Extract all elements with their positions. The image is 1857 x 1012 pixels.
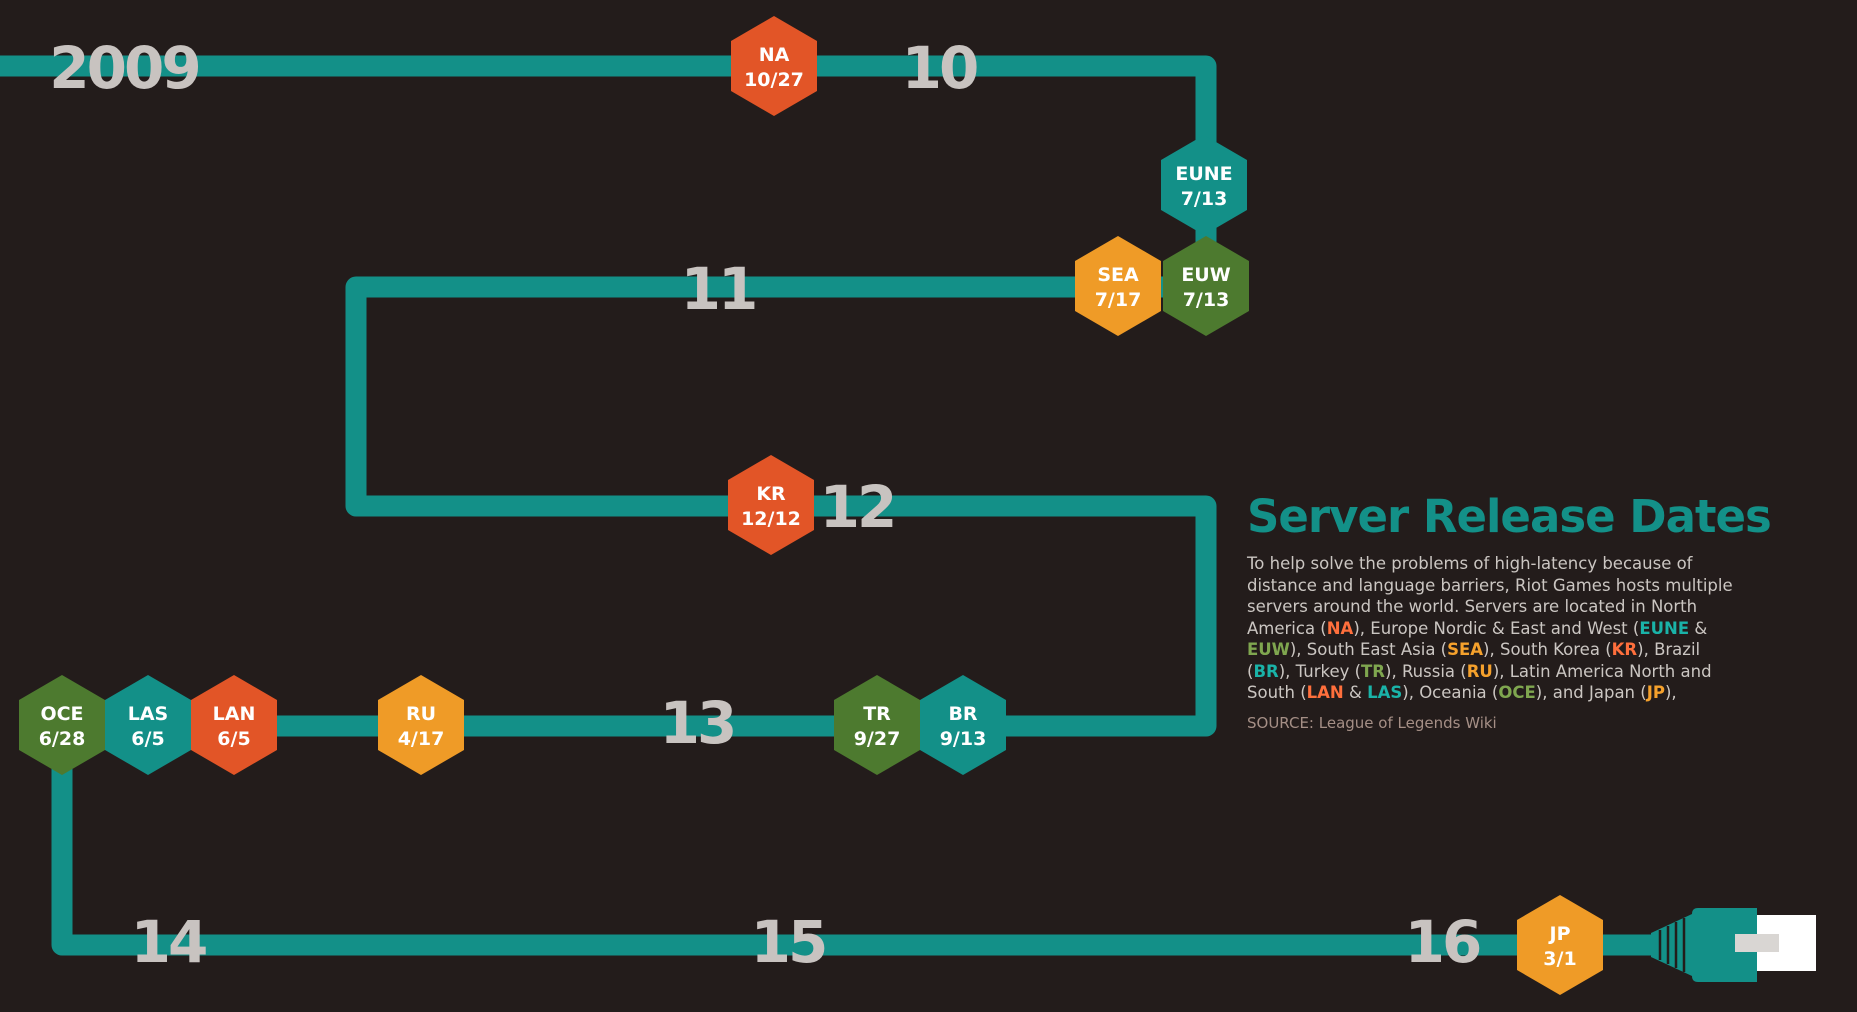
- server-hex-eune: EUNE 7/13: [1161, 135, 1247, 235]
- code-tr: TR: [1361, 661, 1386, 681]
- server-code: TR: [863, 703, 891, 725]
- hexagon-shape: [834, 675, 920, 775]
- code-oce: OCE: [1498, 683, 1536, 702]
- server-code: JP: [1548, 923, 1571, 945]
- server-date: 12/12: [741, 508, 801, 530]
- code-sea: SEA: [1447, 640, 1484, 659]
- year-label-2014: 14: [131, 908, 206, 976]
- ethernet-plug-icon: [1651, 908, 1816, 982]
- info-panel: Server Release Dates To help solve the p…: [1247, 490, 1772, 732]
- server-hex-br: BR 9/13: [920, 675, 1006, 775]
- year-label-2015: 15: [751, 908, 826, 976]
- code-br: BR: [1253, 661, 1279, 681]
- hexagon-shape: [378, 675, 464, 775]
- code-lan: LAN: [1306, 683, 1344, 702]
- server-code: RU: [406, 703, 436, 725]
- server-hex-oce: OCE 6/28: [19, 675, 105, 775]
- server-date: 7/13: [1183, 289, 1230, 311]
- source-note: SOURCE: League of Legends Wiki: [1247, 713, 1497, 732]
- server-date: 9/13: [940, 728, 987, 750]
- server-date: 3/1: [1543, 948, 1576, 970]
- server-hex-kr: KR 12/12: [728, 455, 814, 555]
- code-eune: EUNE: [1639, 618, 1690, 638]
- server-date: 7/13: [1181, 188, 1228, 210]
- server-date: 6/5: [217, 728, 250, 750]
- server-date: 6/28: [39, 728, 86, 750]
- server-hex-ru: RU 4/17: [378, 675, 464, 775]
- server-date: 7/17: [1095, 289, 1142, 311]
- hexagon-shape: [728, 455, 814, 555]
- hexagon-shape: [1161, 135, 1247, 235]
- server-code: SEA: [1097, 264, 1139, 286]
- server-hex-tr: TR 9/27: [834, 675, 920, 775]
- year-label-2013: 13: [660, 689, 735, 757]
- year-label-2016: 16: [1405, 908, 1480, 976]
- year-labels: 2009 10 11 12 13 14 15 16: [49, 34, 1483, 976]
- server-hexagons: NA10/27EUNE7/13SEA7/17EUW7/13KR12/12TR9/…: [19, 16, 1603, 995]
- server-hex-na: NA 10/27: [731, 16, 817, 116]
- server-hex-sea: SEA 7/17: [1075, 236, 1161, 336]
- hexagon-shape: [731, 16, 817, 116]
- server-hex-jp: JP 3/1: [1517, 895, 1603, 995]
- server-date: 6/5: [131, 728, 164, 750]
- server-code: EUNE: [1175, 163, 1232, 185]
- code-jp: JP: [1646, 683, 1665, 702]
- server-date: 4/17: [398, 728, 445, 750]
- info-title: Server Release Dates: [1247, 490, 1772, 543]
- year-label-2009: 2009: [49, 34, 198, 102]
- code-euw: EUW: [1247, 640, 1290, 659]
- server-date: 9/27: [854, 728, 901, 750]
- hexagon-shape: [105, 675, 191, 775]
- hexagon-shape: [191, 675, 277, 775]
- server-code: BR: [948, 703, 977, 725]
- server-date: 10/27: [744, 69, 804, 91]
- code-las: LAS: [1367, 683, 1403, 702]
- year-label-2011: 11: [681, 255, 756, 323]
- code-na: NA: [1326, 618, 1354, 638]
- server-code: EUW: [1181, 264, 1230, 286]
- server-hex-lan: LAN 6/5: [191, 675, 277, 775]
- server-code: LAN: [213, 703, 256, 725]
- year-label-2010: 10: [902, 34, 977, 102]
- server-code: OCE: [40, 703, 83, 725]
- server-code: LAS: [128, 703, 169, 725]
- hexagon-shape: [1517, 895, 1603, 995]
- server-code: KR: [756, 483, 786, 505]
- year-label-2012: 12: [820, 473, 895, 541]
- hexagon-shape: [1163, 236, 1249, 336]
- code-kr: KR: [1611, 640, 1638, 659]
- server-hex-euw: EUW 7/13: [1163, 236, 1249, 336]
- server-hex-las: LAS 6/5: [105, 675, 191, 775]
- hexagon-shape: [1075, 236, 1161, 336]
- info-description: To help solve the problems of high-laten…: [1247, 554, 1733, 702]
- code-ru: RU: [1466, 661, 1493, 681]
- hexagon-shape: [920, 675, 1006, 775]
- server-code: NA: [759, 44, 790, 66]
- hexagon-shape: [19, 675, 105, 775]
